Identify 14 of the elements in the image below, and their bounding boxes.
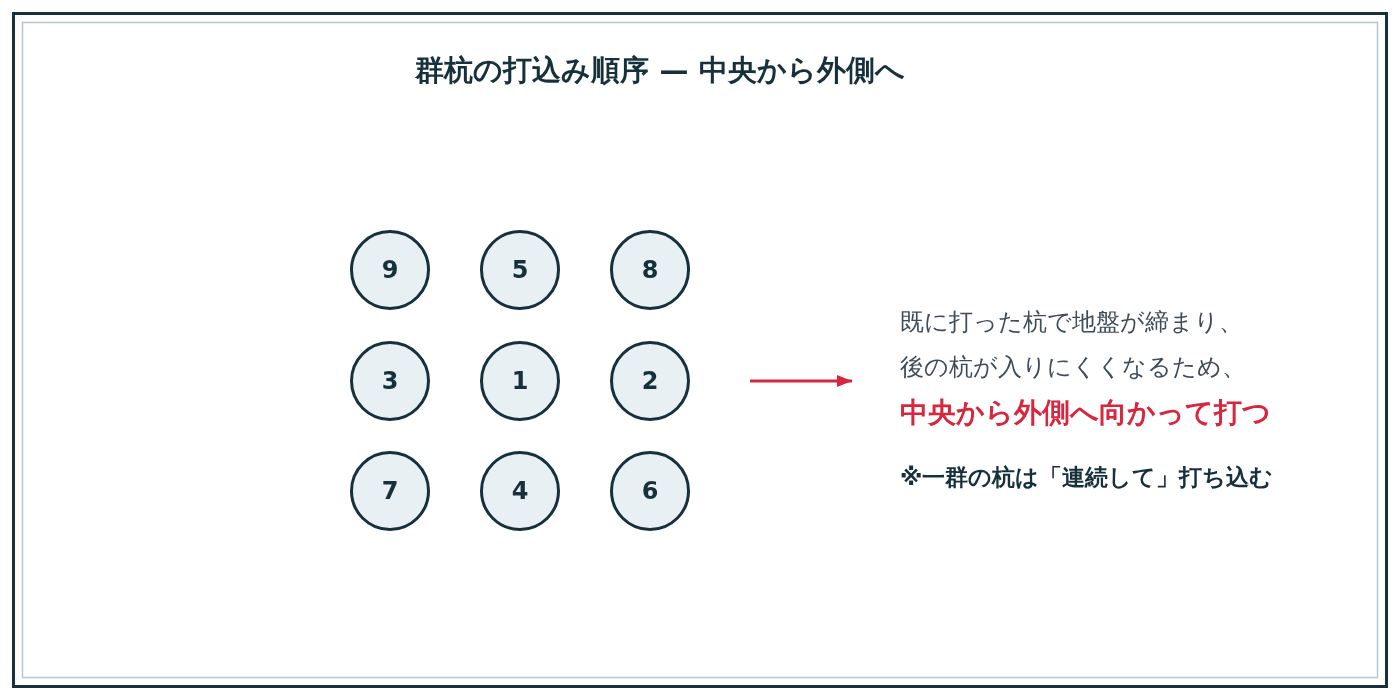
arrow: [750, 375, 852, 387]
pile-number: 6: [641, 477, 659, 505]
note-text: ※一群の杭は「連続して」打ち込む: [900, 463, 1274, 492]
pile-number: 3: [381, 367, 399, 395]
pile-number: 7: [381, 477, 399, 505]
explanation-text: 既に打った杭で地盤が締まり、後の杭が入りにくくなるため、: [900, 307, 1247, 383]
pile-number: 9: [381, 256, 399, 284]
pile-number: 8: [641, 256, 659, 284]
emphasis-text: 中央から外側へ向かって打つ: [900, 395, 1271, 431]
pile-number: 4: [511, 477, 529, 505]
diagram-title: 群杭の打込み順序 — 中央から外側へ: [415, 52, 905, 89]
pile-number: 5: [511, 256, 529, 284]
pile-number: 2: [641, 367, 659, 395]
pile-number: 1: [511, 367, 529, 395]
